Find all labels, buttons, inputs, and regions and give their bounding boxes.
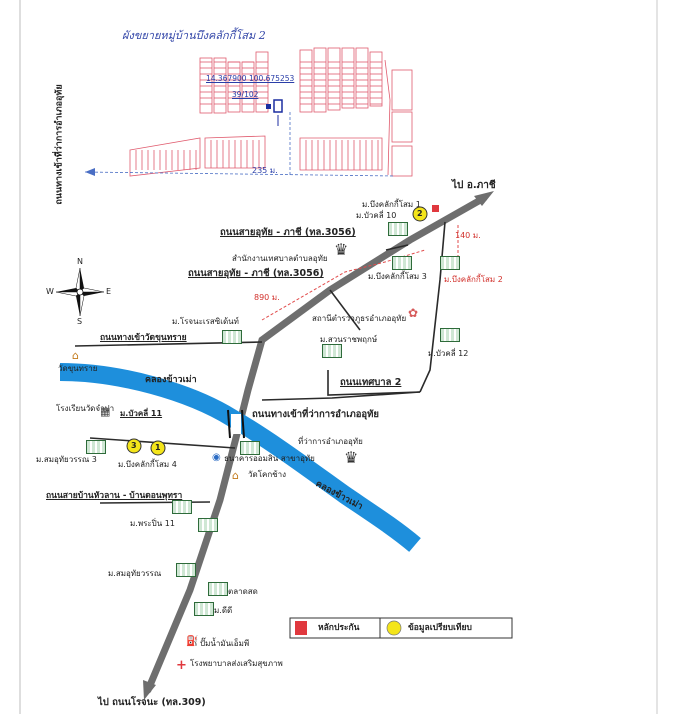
marker-2-label: 2: [417, 209, 423, 218]
river-label-1: คลองข้าวเม่า: [145, 375, 197, 385]
compass-n: N: [77, 257, 83, 266]
place-somuthai: ม.สมอุทัยวรรณ: [108, 569, 162, 578]
village-house-icon: [392, 256, 412, 270]
bridge: [227, 409, 245, 439]
place-wat-khun-sai: วัดขุนทราย: [58, 364, 98, 373]
road-municipal-2: ถนนเทศบาล 2: [340, 377, 402, 388]
police-icon: ✿: [408, 306, 419, 320]
road-wat-khun-sai: ถนนทางเข้าวัดขุนทราย: [100, 333, 187, 343]
place-pikselsom-2: ม.บึงคลักกี้โสม 2: [444, 275, 503, 284]
compass-e: E: [106, 287, 112, 296]
village-house-icon: [440, 256, 460, 270]
place-market: ตลาดสด: [228, 587, 258, 596]
place-bank: ธนาคารออมสิน สาขาอุทัย: [224, 454, 315, 463]
main-road: [144, 194, 488, 694]
village-house-icon: [388, 222, 408, 236]
place-rojana-residence: ม.โรจนะเรสซิเด้นท์: [172, 317, 239, 326]
plan-distance: 235 ม.: [252, 166, 278, 175]
compass-s: S: [77, 317, 83, 326]
village-house-icon: [198, 518, 218, 532]
place-pikselsom-4: ม.บึงคลักกี้โสม 4: [118, 460, 177, 469]
village-house-icon: [222, 330, 242, 344]
place-buakhi-10: ม.บัวคลี่ 10: [356, 211, 397, 220]
plan-lot-number: 39/102: [232, 90, 259, 99]
place-buakhi-11: ม.บัวคลี่ 11: [120, 409, 163, 418]
compass-w: W: [46, 287, 54, 296]
bank-icon: ◉: [212, 452, 221, 463]
road-district-entrance: ถนนทางเข้าที่ว่าการอำเภออุทัย: [252, 409, 379, 420]
school-icon: ▦: [100, 405, 111, 418]
place-municipal-office: สำนักงานเทศบาลตำบลอุทัย: [232, 254, 328, 263]
marker-3: [126, 438, 142, 454]
road-hua-lan: ถนนสายบ้านหัวลาน - บ้านดอนพุทรา: [46, 491, 183, 501]
place-somuthai-3: ม.สมอุทัยวรรณ 3: [36, 455, 97, 464]
arrow-to-phachi: [474, 191, 494, 206]
place-buakhi-12: ม.บัวคลี่ 12: [428, 349, 469, 358]
place-school: โรงเรียนวัดจำปา: [56, 404, 115, 413]
marker-1: [150, 440, 166, 456]
plan-title: ผังขยายหมู่บ้านบึงคลักกี้โสม 2: [122, 29, 266, 42]
road-highway-3056-mid: ถนนสายอุทัย - ภาชี (ทล.3056): [188, 268, 324, 279]
road-highway-3056-top: ถนนสายอุทัย - ภาชี (ทล.3056): [220, 227, 356, 238]
place-suanrat: ม.สวนราชพฤกษ์: [320, 335, 378, 344]
place-pikselsom-3: ม.บึงคลักกี้โสม 3: [368, 272, 427, 281]
place-gas-station: ปั๊มน้ำมันเอ็มพี: [200, 639, 250, 648]
arrow-to-rojana: [143, 680, 156, 700]
village-house-icon: [172, 500, 192, 514]
marker-2: [412, 206, 428, 222]
collateral-plot: [273, 99, 283, 113]
marker-3-label: 3: [131, 441, 137, 450]
legend-comparable-label: ข้อมูลเปรียบเทียบ: [408, 623, 472, 633]
marker-1-label: 1: [155, 443, 161, 452]
village-house-icon: [440, 328, 460, 342]
plan-coordinates: 14.367900 100.675253: [206, 74, 295, 83]
village-house-icon: [208, 582, 228, 596]
river-khlong-khao-mao: [59, 363, 421, 552]
legend-collateral-label: หลักประกัน: [318, 623, 360, 633]
legend-swatch-comparable: [386, 620, 402, 636]
village-house-icon: [86, 440, 106, 454]
municipal-emblem-icon: ♛: [334, 240, 349, 259]
place-police-station: สถานีตำรวจภูธรอำเภออุทัย: [312, 314, 407, 323]
place-hospital: โรงพยาบาลส่งเสริมสุขภาพ: [190, 659, 283, 668]
temple-icon: ⌂: [232, 469, 239, 482]
district-emblem-icon: ♛: [344, 448, 359, 467]
compass-rose: [55, 267, 105, 317]
place-wat-khok-chang: วัดโคกช้าง: [248, 470, 287, 479]
temple-khun-sai-icon: ⌂: [72, 349, 79, 362]
place-d-d: ม.ดีดี: [214, 606, 233, 615]
gas-pump-icon: ⛽: [186, 636, 199, 647]
hospital-cross-icon: +: [176, 658, 187, 673]
label-to-rojana: ไป ถนนโรจนะ (ทล.309): [98, 697, 206, 708]
place-phraphin-11: ม.พระปิ่น 11: [130, 519, 175, 528]
label-distance-890: 890 ม.: [254, 293, 280, 302]
subdivision-plan: [84, 47, 413, 177]
place-district-office: ที่ว่าการอำเภออุทัย: [298, 437, 363, 446]
village-house-icon: [240, 441, 260, 455]
legend-box: [289, 617, 513, 639]
road-district-entrance-left: ถนนทางเข้าที่ว่าการอำเภออุทัย: [54, 84, 65, 205]
village-house-icon: [194, 602, 214, 616]
village-house-icon: [176, 563, 196, 577]
place-pikselsom-1: ม.บึงคลักกี้โสม 1: [362, 200, 421, 209]
village-house-icon: [322, 344, 342, 358]
label-distance-140: 140 ม.: [455, 231, 481, 240]
label-to-phachi: ไป อ.ภาชี: [452, 180, 496, 191]
legend-swatch-collateral: [295, 621, 307, 635]
